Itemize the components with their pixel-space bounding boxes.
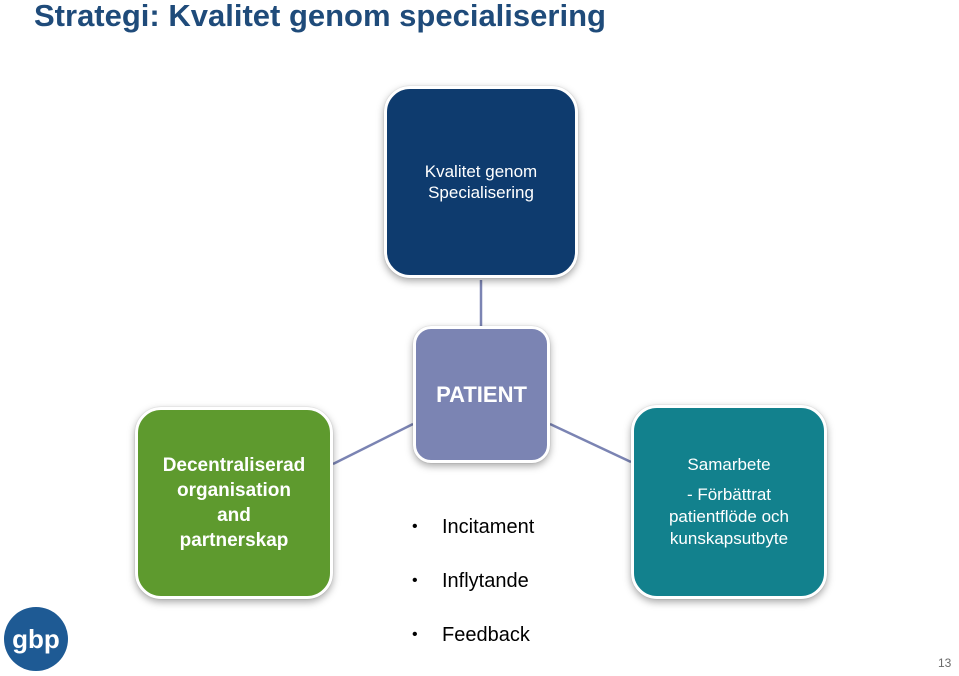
logo-text: gbp: [12, 624, 60, 654]
node-collaboration: Samarbete - Förbättrat patientflöde och …: [631, 405, 827, 599]
node-quality-specialisation: Kvalitet genom Specialisering: [384, 86, 578, 278]
connector-right: [549, 422, 632, 464]
node-text-line: Specialisering: [428, 183, 534, 202]
bullet-item: Incitament: [412, 512, 534, 566]
node-text-line: patientflöde och: [668, 507, 790, 526]
node-patient: PATIENT: [413, 326, 550, 463]
node-text-line: kunskapsutbyte: [669, 529, 789, 548]
node-text-line: Kvalitet genom: [424, 162, 538, 181]
node-text-line: PATIENT: [436, 381, 527, 407]
connector-left: [332, 422, 414, 466]
node-text-line: partnerskap: [179, 530, 289, 551]
bullet-list: Incitament Inflytande Feedback: [412, 512, 534, 674]
node-text-line: Samarbete: [687, 455, 771, 474]
page-title: Strategi: Kvalitet genom specialisering: [34, 0, 606, 33]
node-text-line: organisation: [176, 480, 291, 501]
bullet-item: Feedback: [412, 620, 534, 674]
node-text-line: and: [217, 505, 251, 526]
node-text-line: - Förbättrat: [686, 485, 772, 504]
page-number: 13: [938, 656, 952, 670]
company-logo: gbp: [4, 607, 68, 671]
node-text-line: Decentraliserad: [162, 455, 306, 476]
node-decentralised-organisation: Decentraliserad organisation and partner…: [135, 407, 333, 599]
bullet-item: Inflytande: [412, 566, 534, 620]
